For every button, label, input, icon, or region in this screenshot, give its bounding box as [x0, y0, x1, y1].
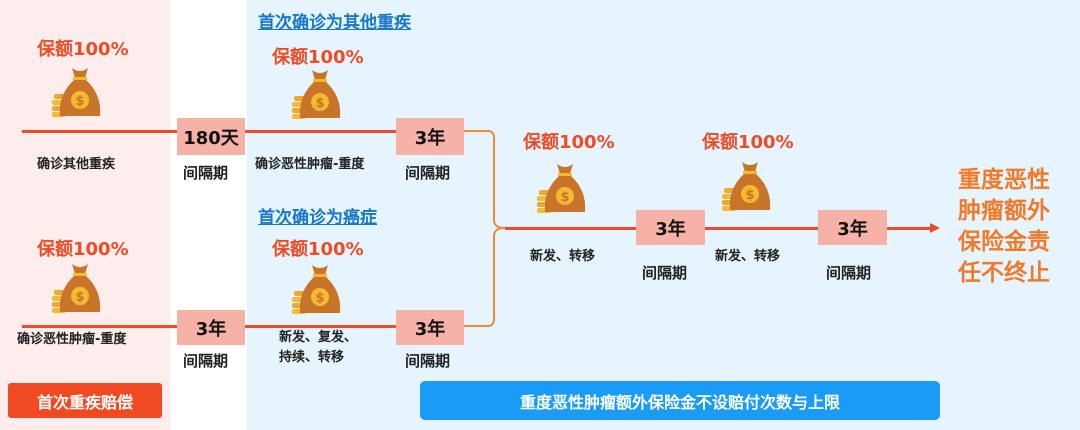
money-bag-icon	[52, 264, 101, 313]
arrow-head-icon	[930, 223, 940, 233]
conclusion-text: 重度恶性 肿瘤额外 保险金责 任不终止	[958, 165, 1050, 289]
amount-label: 保额100%	[37, 39, 129, 60]
event-label: 持续、转移	[279, 350, 345, 365]
interval-box: 3年	[396, 118, 464, 155]
event-label: 确诊恶性肿瘤-重度	[17, 332, 127, 347]
conclusion-line: 肿瘤额外	[958, 198, 1050, 224]
money-bag-icon	[292, 70, 341, 119]
interval-label: 间隔期	[405, 352, 451, 370]
amount-label: 保额100%	[272, 47, 364, 68]
event-label: 新发、复发、	[279, 330, 358, 345]
money-bag-icon	[52, 68, 101, 117]
interval-label: 间隔期	[405, 164, 451, 182]
conclusion-line: 任不终止	[958, 260, 1050, 286]
conclusion-line: 保险金责	[958, 229, 1050, 255]
interval-label: 间隔期	[826, 264, 872, 282]
interval-label: 间隔期	[642, 264, 688, 282]
amount-label: 保额100%	[272, 239, 364, 260]
amount-label: 保额100%	[37, 239, 129, 260]
first-claim-button[interactable]: 首次重疾赔偿	[8, 383, 162, 418]
amount-label: 保额100%	[523, 132, 615, 153]
amount-label: 保额100%	[702, 132, 794, 153]
branch-heading-cancer: 首次确诊为癌症	[258, 208, 377, 228]
interval-box: 3年	[396, 310, 464, 345]
timeline-main	[505, 227, 930, 230]
interval-label: 间隔期	[183, 352, 229, 370]
interval-box: 3年	[636, 210, 705, 245]
event-label: 确诊恶性肿瘤-重度	[255, 157, 365, 172]
event-label: 新发、转移	[530, 249, 596, 264]
interval-box: 3年	[818, 210, 887, 245]
money-bag-icon	[722, 162, 771, 211]
interval-label: 间隔期	[183, 164, 229, 182]
branch-heading-other-illness: 首次确诊为其他重疾	[258, 13, 411, 33]
money-bag-icon	[537, 164, 586, 213]
money-bag-icon	[292, 265, 341, 314]
event-label: 确诊其他重疾	[37, 157, 116, 172]
conclusion-line: 重度恶性	[958, 167, 1050, 193]
interval-box: 180天	[177, 118, 245, 155]
interval-box: 3年	[177, 310, 245, 345]
footer-banner[interactable]: 重度恶性肿瘤额外保险金不设赔付次数与上限	[420, 381, 940, 420]
event-label: 新发、转移	[715, 249, 781, 264]
